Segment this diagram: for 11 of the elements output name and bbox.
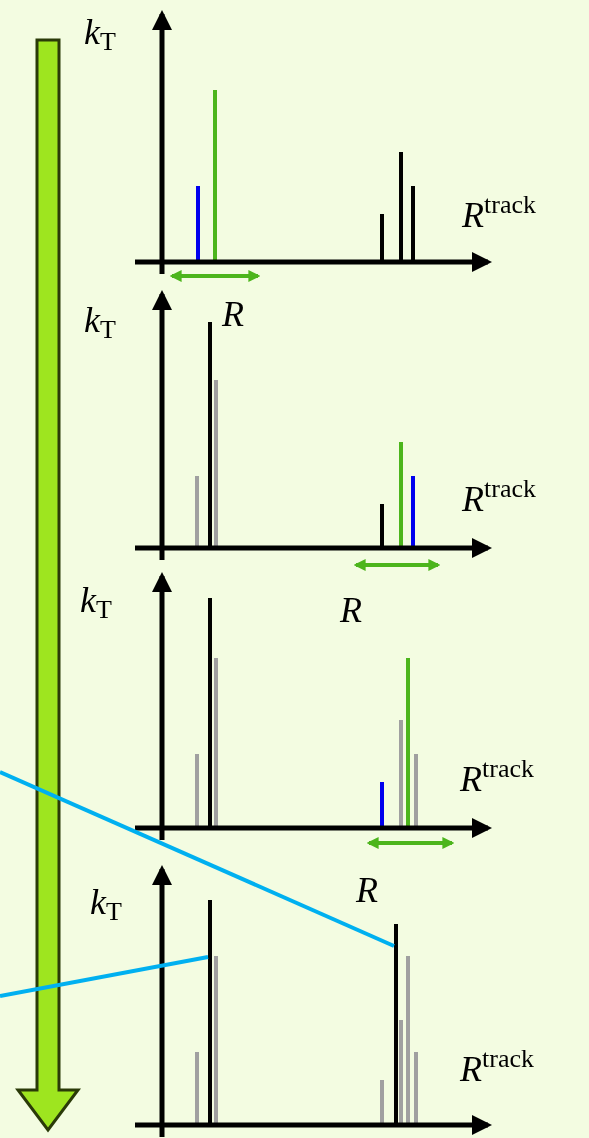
axis-label: k$_{T}$	[90, 884, 122, 925]
range-label: R	[340, 592, 362, 628]
range-label: R	[222, 296, 244, 332]
range-label: R	[356, 872, 378, 908]
axis-label: R$^{track}$	[460, 1046, 534, 1087]
axis-label: k$_{T}$	[80, 582, 112, 623]
axis-label: R$^{track}$	[462, 476, 536, 517]
axis-label: k$_{T}$	[84, 14, 116, 55]
axis-label: R$^{track}$	[460, 756, 534, 797]
axis-label: k$_{T}$	[84, 302, 116, 343]
axis-label: R$^{track}$	[462, 192, 536, 233]
